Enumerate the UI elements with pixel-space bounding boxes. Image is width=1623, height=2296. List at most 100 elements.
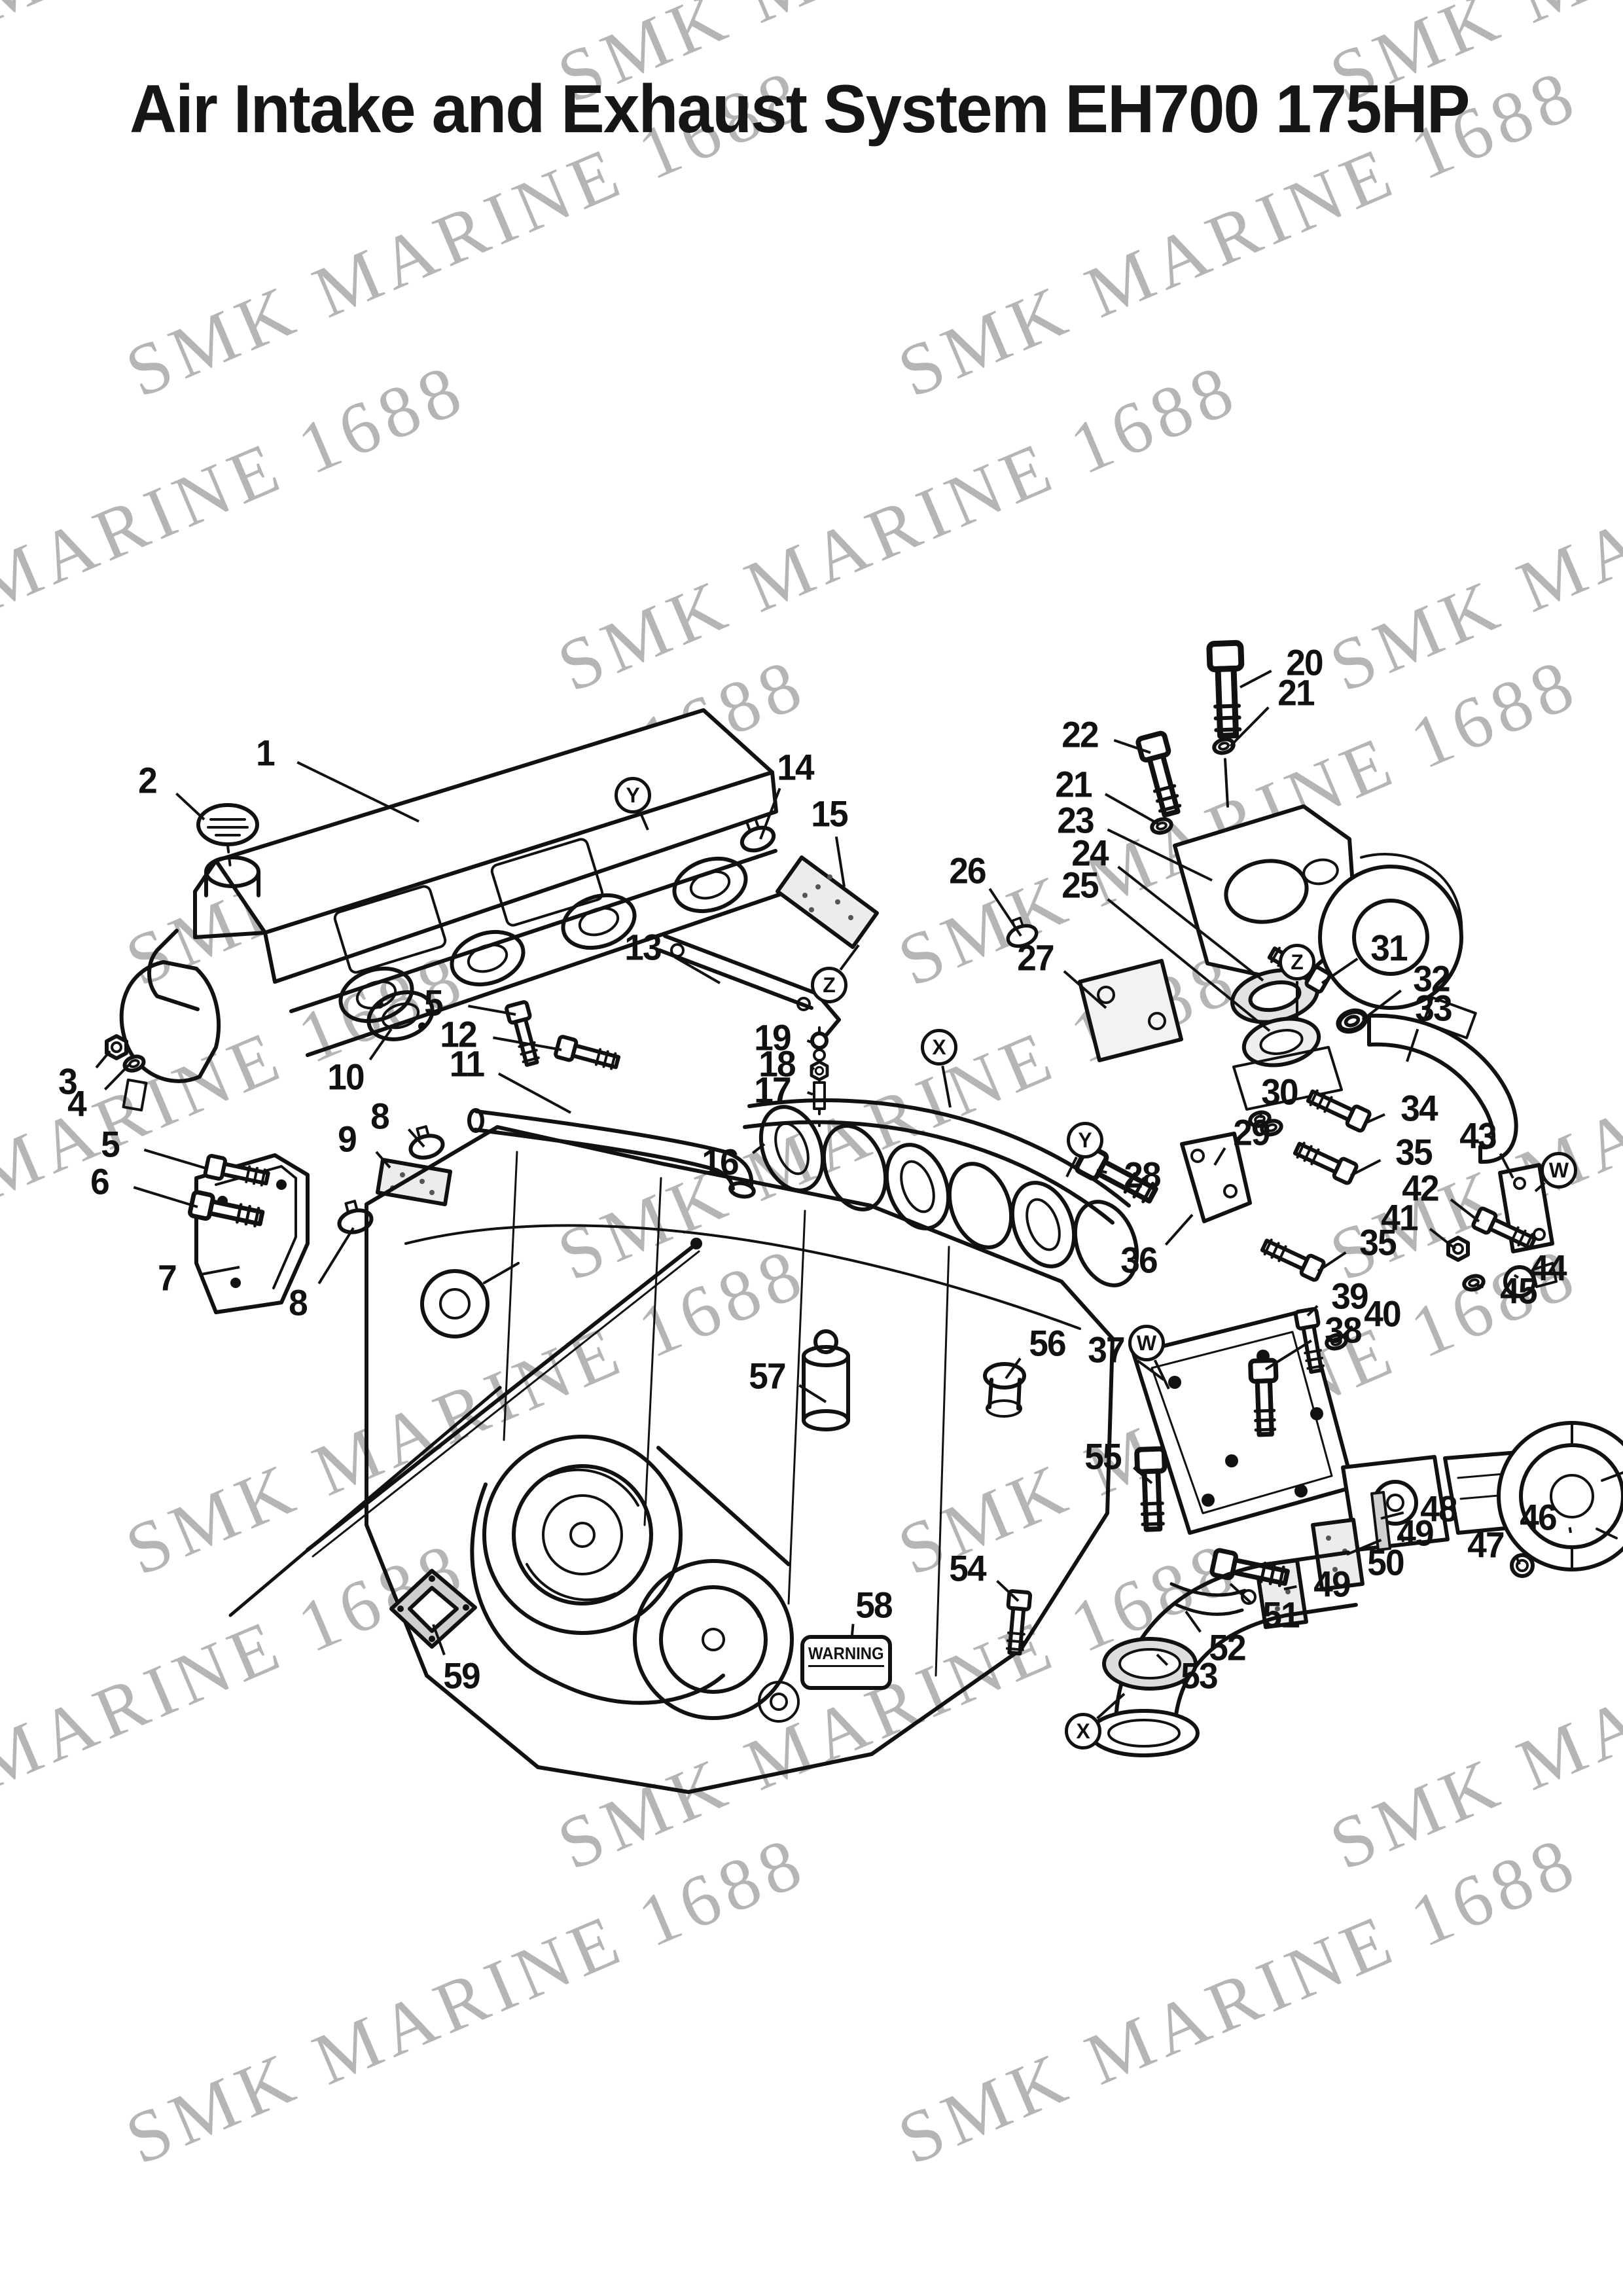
leader-line	[1096, 1693, 1126, 1720]
callout-number: 4	[67, 1083, 87, 1124]
callout-number: 50	[1367, 1541, 1404, 1583]
callout-number: 59	[443, 1655, 480, 1696]
callout-number: 13	[624, 926, 662, 968]
leader-line	[1113, 739, 1151, 754]
callout-number: 39	[1331, 1275, 1368, 1317]
callout-number: 18	[758, 1043, 796, 1085]
leader-line	[759, 787, 781, 840]
leader-line	[407, 1128, 425, 1148]
fitting-stack-group	[812, 1026, 827, 1127]
callout-number: 5	[424, 982, 444, 1024]
bracket-hardware-group	[1075, 1086, 1558, 1535]
callout-number: 14	[777, 746, 814, 788]
callout-number: 54	[949, 1547, 986, 1589]
leader-line	[673, 956, 721, 984]
callout-number: 21	[1055, 763, 1092, 805]
callout-number: 1	[256, 732, 276, 774]
leader-line	[1346, 1539, 1382, 1556]
callout-number: 22	[1061, 713, 1099, 755]
leader-line	[1153, 1359, 1170, 1390]
leader-line	[1264, 1339, 1312, 1371]
callout-number: 44	[1529, 1247, 1567, 1289]
callout-number: 53	[1181, 1655, 1218, 1696]
leader-line	[1429, 1227, 1457, 1250]
connector-marker: W	[1128, 1325, 1165, 1361]
leader-line	[1380, 1511, 1404, 1520]
callout-number: 24	[1071, 832, 1109, 874]
callout-number: 2	[138, 759, 158, 801]
engine-block-group	[228, 1125, 1115, 1794]
callout-number: 25	[1061, 864, 1099, 906]
leader-line	[996, 1579, 1020, 1602]
leader-line	[432, 1624, 446, 1656]
leader-line	[1513, 1274, 1520, 1279]
leader-line	[1350, 1158, 1382, 1177]
pipe-bracket-group	[194, 934, 841, 1314]
callout-number: 49	[1313, 1563, 1351, 1605]
callout-number: 57	[749, 1355, 786, 1397]
leader-line	[1133, 1466, 1153, 1484]
callout-number: 16	[702, 1141, 739, 1183]
callout-number: 6	[90, 1160, 110, 1202]
leader-line	[1156, 1653, 1169, 1666]
leader-line	[1400, 1534, 1405, 1543]
connector-marker: Y	[615, 777, 651, 814]
callout-number: 8	[370, 1095, 390, 1137]
leader-line	[1534, 1181, 1546, 1193]
callout-number: 37	[1088, 1329, 1125, 1371]
callout-number: 35	[1359, 1221, 1397, 1263]
callout-number: 10	[327, 1056, 365, 1098]
leader-line	[1568, 1527, 1572, 1534]
leader-line	[1107, 828, 1213, 882]
callout-number: 36	[1120, 1239, 1158, 1281]
heat-exchanger-assembly	[119, 708, 791, 1112]
leader-line	[1364, 1113, 1385, 1124]
leader-line	[1104, 793, 1160, 826]
leader-line	[851, 1624, 855, 1636]
leader-line	[806, 1091, 813, 1096]
callout-number: 40	[1364, 1293, 1401, 1335]
callout-number: 8	[289, 1282, 308, 1323]
leader-line	[493, 1036, 562, 1051]
leader-line	[798, 1384, 827, 1403]
callout-number: 31	[1370, 927, 1408, 969]
callout-number: 32	[1413, 958, 1450, 999]
leader-line	[1136, 1359, 1165, 1381]
leader-line	[1229, 1583, 1252, 1604]
callout-number: 7	[158, 1257, 177, 1299]
callout-number: 46	[1520, 1496, 1557, 1538]
callout-number: 5	[101, 1123, 120, 1165]
connector-marker: Z	[1279, 944, 1315, 980]
leader-line	[497, 1072, 571, 1114]
callout-number: 28	[1124, 1154, 1161, 1196]
leader-line	[1406, 1028, 1419, 1062]
callout-number: 19	[754, 1016, 791, 1058]
leader-line	[806, 1039, 815, 1045]
leader-line	[143, 1148, 209, 1170]
callout-number: 42	[1402, 1167, 1439, 1209]
leader-line	[1321, 958, 1359, 984]
leader-line	[1096, 1169, 1107, 1174]
leader-line	[1258, 1111, 1263, 1119]
callout-number: 45	[1500, 1270, 1537, 1312]
leader-line	[834, 836, 846, 888]
callout-number: 34	[1400, 1087, 1438, 1129]
leader-line	[1065, 1157, 1078, 1177]
connector-marker: Y	[1067, 1122, 1103, 1158]
callout-number: 23	[1057, 799, 1094, 841]
leader-line	[1514, 1556, 1521, 1565]
leader-line	[1213, 1147, 1226, 1166]
leader-line	[1164, 1213, 1194, 1246]
connector-marker: W	[1541, 1152, 1577, 1189]
leader-line	[375, 1151, 391, 1169]
leader-line	[1474, 1283, 1484, 1289]
leader-line	[1107, 898, 1271, 1032]
callout-number: 51	[1262, 1594, 1300, 1636]
leader-line	[368, 1028, 393, 1061]
callout-number: 15	[811, 793, 848, 834]
leader-line	[175, 792, 205, 821]
